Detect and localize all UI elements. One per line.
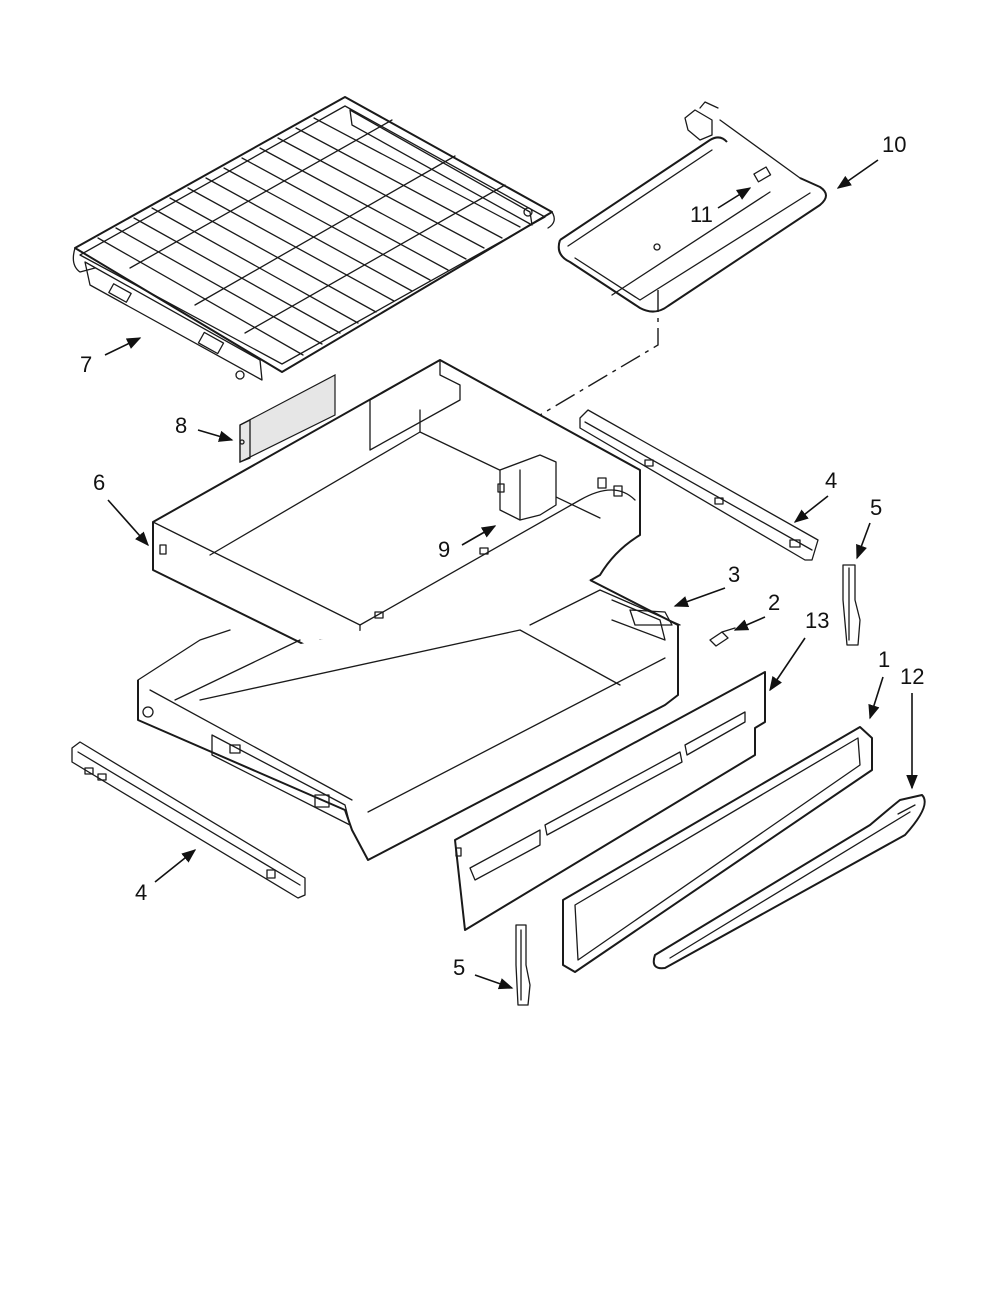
callout-4-upper: 4: [793, 468, 837, 523]
shield-part: [239, 374, 336, 463]
callout-1-label: 1: [878, 647, 890, 672]
side-rail-left-part: [71, 741, 306, 899]
callout-3-label: 3: [728, 562, 740, 587]
callout-4-lower: 4: [135, 849, 197, 905]
drawer-body-part: [137, 579, 736, 861]
callout-7: 7: [80, 337, 142, 377]
callout-6-label: 6: [93, 470, 105, 495]
callout-5-lower: 5: [453, 955, 514, 990]
callout-4-upper-label: 4: [825, 468, 837, 493]
callout-11: 11: [690, 187, 752, 227]
callout-9: 9: [438, 525, 497, 562]
side-rail-right-part: [579, 409, 819, 561]
callout-8: 8: [175, 413, 234, 442]
handle-part: [652, 794, 926, 970]
callout-5-upper: 5: [856, 495, 882, 560]
callout-13: 13: [769, 608, 829, 692]
hinge-upper-part: [842, 564, 861, 646]
callout-5-lower-label: 5: [453, 955, 465, 980]
callout-3: 3: [673, 562, 740, 608]
bracket-part: [374, 454, 557, 619]
callout-13-label: 13: [805, 608, 829, 633]
callout-6: 6: [93, 470, 149, 547]
drawer-front-part: [562, 726, 873, 973]
oven-rack-part: [72, 96, 555, 381]
callout-1: 1: [868, 647, 890, 720]
callout-8-label: 8: [175, 413, 187, 438]
callout-7-label: 7: [80, 352, 92, 377]
callout-11-label: 11: [690, 202, 713, 227]
hinge-lower-part: [515, 924, 531, 1006]
callout-2: 2: [733, 590, 780, 631]
callout-2-label: 2: [768, 590, 780, 615]
callout-12-label: 12: [900, 664, 924, 689]
callout-12: 12: [900, 664, 924, 790]
callout-10-label: 10: [882, 132, 906, 157]
callout-10: 10: [836, 132, 906, 189]
callout-5-upper-label: 5: [870, 495, 882, 520]
bake-element-part: [557, 101, 827, 313]
callout-9-label: 9: [438, 537, 450, 562]
inner-panel-part: [454, 671, 766, 931]
callout-4-lower-label: 4: [135, 880, 147, 905]
